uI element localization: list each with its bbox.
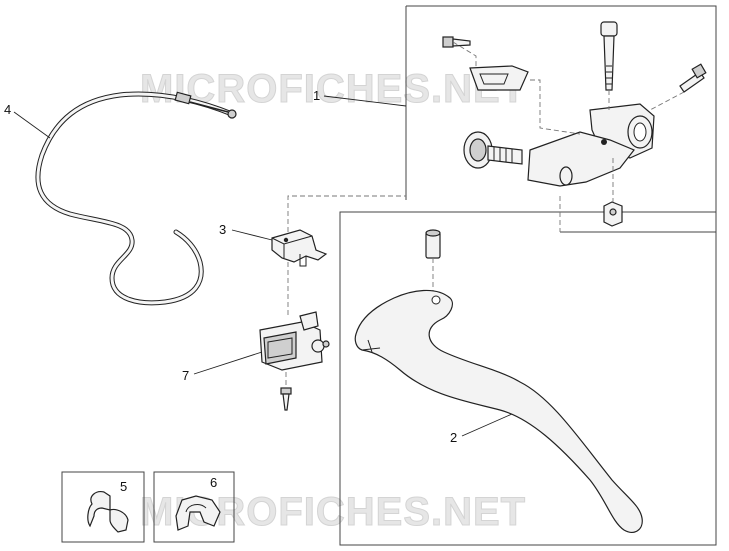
block-screw — [280, 387, 292, 411]
assembly-frame-1 — [405, 5, 717, 233]
leader-4 — [13, 111, 51, 139]
callout-7: 7 — [182, 368, 189, 383]
part-7-switch-block — [259, 311, 330, 371]
part-6-clip-group — [153, 471, 235, 543]
part-3-switch — [271, 229, 328, 267]
leader-1 — [323, 95, 407, 107]
callout-4: 4 — [4, 102, 11, 117]
part-2-lever — [354, 229, 643, 533]
lever-frame-2 — [339, 211, 717, 546]
part-6-box — [153, 471, 235, 543]
leader-7 — [193, 351, 263, 375]
callout-3: 3 — [219, 222, 226, 237]
leader-2 — [461, 413, 513, 437]
switch-connection-line — [287, 195, 561, 232]
leader-3 — [231, 229, 273, 241]
part-5-clip-group — [61, 471, 145, 543]
part-1-lever-holder — [442, 21, 707, 227]
callout-5: 5 — [120, 479, 127, 494]
callout-1: 1 — [313, 88, 320, 103]
part-5-box — [61, 471, 145, 543]
callout-2: 2 — [450, 430, 457, 445]
callout-6: 6 — [210, 475, 217, 490]
part-4-cable — [35, 91, 237, 306]
